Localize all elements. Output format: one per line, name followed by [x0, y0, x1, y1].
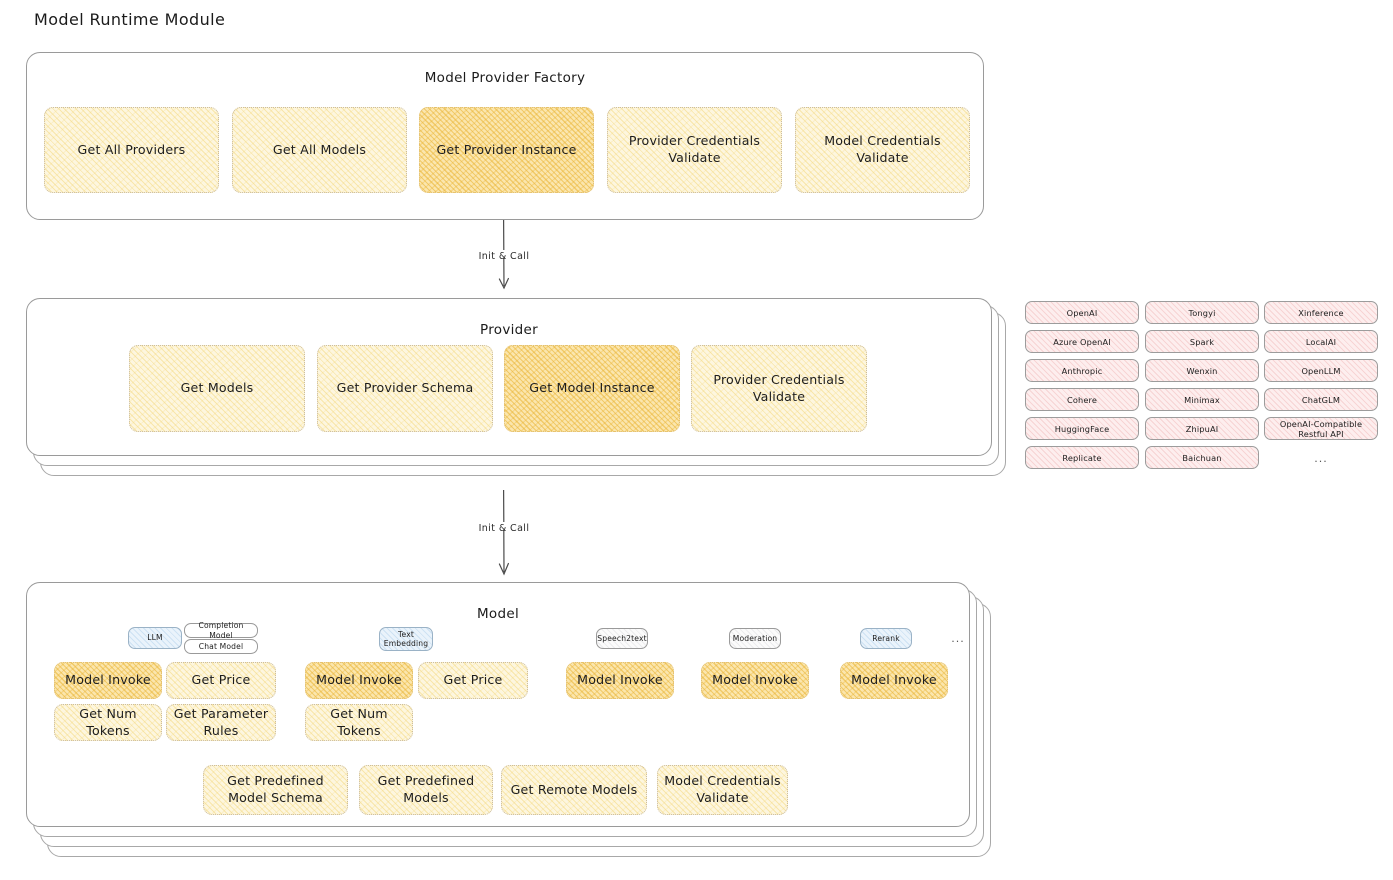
- provider-chip-huggingface[interactable]: HuggingFace: [1025, 417, 1139, 440]
- moderation-op-model-invoke[interactable]: Model Invoke: [701, 662, 809, 699]
- model-type-chip-llm[interactable]: LLM: [128, 627, 182, 649]
- panel-title-model: Model: [476, 606, 520, 622]
- text-embedding-op-model-invoke[interactable]: Model Invoke: [305, 662, 413, 699]
- provider-box-get-provider-schema[interactable]: Get Provider Schema: [317, 345, 493, 432]
- provider-chip-minimax[interactable]: Minimax: [1145, 388, 1259, 411]
- provider-box-get-models[interactable]: Get Models: [129, 345, 305, 432]
- speech2text-op-model-invoke[interactable]: Model Invoke: [566, 662, 674, 699]
- factory-box-model-credentials-validate[interactable]: Model Credentials Validate: [795, 107, 970, 193]
- model-common-op-get-predefined-models[interactable]: Get Predefined Models: [359, 765, 493, 815]
- llm-op-get-num-tokens[interactable]: Get Num Tokens: [54, 704, 162, 741]
- model-common-op-get-predefined-model-schema[interactable]: Get Predefined Model Schema: [203, 765, 348, 815]
- factory-box-get-all-models[interactable]: Get All Models: [232, 107, 407, 193]
- provider-chip-azure-openai[interactable]: Azure OpenAI: [1025, 330, 1139, 353]
- provider-chip-cohere[interactable]: Cohere: [1025, 388, 1139, 411]
- arrow-label-init-and-call-2: Init & Call: [478, 523, 530, 534]
- provider-chip-openai[interactable]: OpenAI: [1025, 301, 1139, 324]
- provider-chip-zhipuai[interactable]: ZhipuAI: [1145, 417, 1259, 440]
- rerank-op-model-invoke[interactable]: Model Invoke: [840, 662, 948, 699]
- text-embedding-op-get-price[interactable]: Get Price: [418, 662, 528, 699]
- provider-chip-xinference[interactable]: Xinference: [1264, 301, 1378, 324]
- model-type-chip-moderation[interactable]: Moderation: [729, 628, 781, 649]
- text-embedding-op-get-num-tokens[interactable]: Get Num Tokens: [305, 704, 413, 741]
- factory-box-get-all-providers[interactable]: Get All Providers: [44, 107, 219, 193]
- llm-op-model-invoke[interactable]: Model Invoke: [54, 662, 162, 699]
- panel-title-provider: Provider: [480, 322, 538, 338]
- provider-chip-replicate[interactable]: Replicate: [1025, 446, 1139, 469]
- model-subtype-chip-completion-model[interactable]: Completion Model: [184, 621, 258, 640]
- provider-chip-anthropic[interactable]: Anthropic: [1025, 359, 1139, 382]
- model-subtype-chip-chat-model[interactable]: Chat Model: [184, 639, 258, 654]
- llm-op-get-parameter-rules[interactable]: Get Parameter Rules: [166, 704, 276, 741]
- provider-chip-baichuan[interactable]: Baichuan: [1145, 446, 1259, 469]
- model-common-op-model-credentials-validate[interactable]: Model Credentials Validate: [657, 765, 788, 815]
- model-type-chip-text-embedding[interactable]: Text Embedding: [379, 627, 433, 651]
- panel-title-factory: Model Provider Factory: [424, 70, 586, 86]
- provider-chip-spark[interactable]: Spark: [1145, 330, 1259, 353]
- factory-box-get-provider-instance[interactable]: Get Provider Instance: [419, 107, 594, 193]
- provider-chip-chatglm[interactable]: ChatGLM: [1264, 388, 1378, 411]
- model-type-chip-rerank[interactable]: Rerank: [860, 628, 912, 649]
- model-type-chip-speech2text[interactable]: Speech2text: [596, 628, 648, 649]
- page-title: Model Runtime Module: [34, 10, 226, 29]
- provider-list-more: ...: [1314, 452, 1328, 465]
- arrow-label-init-and-call-1: Init & Call: [478, 251, 530, 262]
- provider-chip-localai[interactable]: LocalAI: [1264, 330, 1378, 353]
- model-common-op-get-remote-models[interactable]: Get Remote Models: [501, 765, 647, 815]
- panel-model: Model: [26, 582, 970, 827]
- model-types-more: ...: [951, 632, 965, 645]
- provider-chip-openllm[interactable]: OpenLLM: [1264, 359, 1378, 382]
- arrow-factory-to-provider: [498, 219, 509, 290]
- provider-chip-tongyi[interactable]: Tongyi: [1145, 301, 1259, 324]
- provider-box-get-model-instance[interactable]: Get Model Instance: [504, 345, 680, 432]
- factory-box-provider-credentials-validate[interactable]: Provider Credentials Validate: [607, 107, 782, 193]
- provider-box-provider-credentials-validate[interactable]: Provider Credentials Validate: [691, 345, 867, 432]
- llm-op-get-price[interactable]: Get Price: [166, 662, 276, 699]
- arrow-provider-to-model: [498, 489, 509, 576]
- provider-chip-openai-compatible-restful-api[interactable]: OpenAI-Compatible Restful API: [1264, 417, 1378, 440]
- provider-chip-wenxin[interactable]: Wenxin: [1145, 359, 1259, 382]
